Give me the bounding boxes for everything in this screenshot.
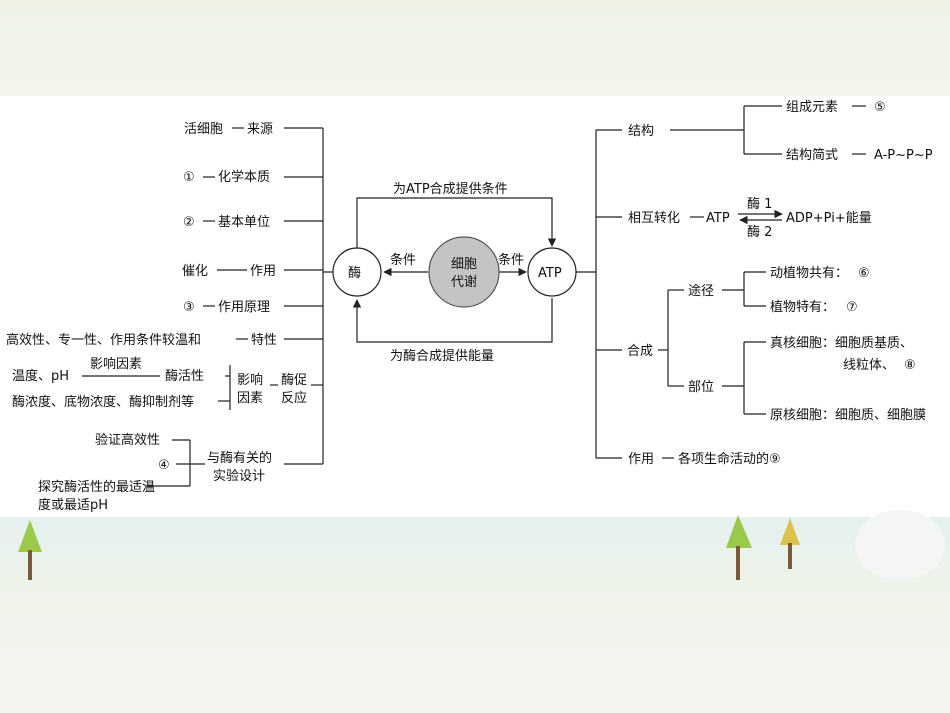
plant-label: 植物特有：	[770, 300, 835, 315]
experiment-line2: 实验设计	[213, 468, 265, 484]
factor-ph: 温度、pH	[12, 368, 69, 384]
both-value: ⑥	[858, 266, 870, 281]
influence-line2: 因素	[237, 391, 263, 406]
top-arrow-label: 为ATP合成提供条件	[393, 181, 508, 197]
principle-label: 作用原理	[218, 300, 270, 315]
unit-term: ②	[183, 215, 195, 230]
eukaryote-label: 真核细胞：细胞质基质、	[770, 336, 913, 351]
center-loop	[352, 197, 557, 343]
formula-value: A-P~P~P	[874, 148, 933, 163]
explore-line1: 探究酶活性的最适温	[38, 479, 155, 495]
conversion-products: ADP+Pi+能量	[786, 211, 872, 226]
structure-label: 结构	[628, 124, 654, 139]
eukaryote-line2: 线粒体、	[843, 358, 895, 373]
function-right-label: 作用	[628, 452, 654, 467]
principle-term: ③	[183, 300, 195, 315]
promote-line2: 反应	[281, 390, 307, 406]
cell-metabolism-node	[428, 236, 500, 308]
atp-node-label: ATP	[538, 266, 562, 281]
marker-four: ④	[158, 458, 170, 473]
top-decor-band	[0, 0, 950, 96]
composition-value: ⑤	[874, 100, 886, 115]
enzyme-1: 酶 1	[747, 196, 772, 212]
condition-left: 条件	[390, 252, 416, 268]
composition-label: 组成元素	[786, 100, 838, 115]
factor-label: 影响因素	[90, 356, 142, 372]
site-label: 部位	[688, 380, 714, 395]
property-label: 特性	[251, 333, 277, 348]
center-line2: 代谢	[451, 274, 477, 290]
tree-decor-left	[18, 520, 42, 580]
diagram-panel	[0, 96, 950, 517]
unit-label: 基本单位	[218, 215, 270, 230]
center-line1: 细胞	[451, 257, 477, 272]
tree-decor-right	[726, 510, 945, 580]
both-label: 动植物共有：	[770, 266, 848, 281]
plant-value: ⑦	[846, 300, 858, 315]
conversion-label: 相互转化	[628, 211, 680, 226]
function-label: 作用	[250, 264, 276, 279]
right-branch-lines	[576, 105, 866, 459]
prokaryote-label: 原核细胞：细胞质、细胞膜	[770, 408, 926, 423]
factor-concentration: 酶浓度、底物浓度、酶抑制剂等	[12, 394, 194, 410]
enzyme-node-label: 酶	[348, 265, 361, 281]
source-label: 来源	[247, 122, 273, 137]
influence-line1: 影响	[237, 372, 263, 388]
function-term: 催化	[182, 264, 208, 279]
source-term: 活细胞	[184, 122, 223, 137]
experiment-line1: 与酶有关的	[207, 450, 272, 466]
property-term: 高效性、专一性、作用条件较温和	[6, 332, 201, 348]
nature-label: 化学本质	[218, 169, 270, 185]
synthesis-label: 合成	[627, 344, 653, 359]
formula-label: 结构简式	[786, 147, 838, 163]
function-right-text: 各项生命活动的⑨	[678, 451, 781, 467]
promote-line1: 酶促	[281, 372, 307, 388]
enzyme-activity: 酶活性	[165, 368, 204, 384]
verify-efficiency: 验证高效性	[95, 432, 160, 448]
bottom-arrow-label: 为酶合成提供能量	[390, 348, 494, 364]
condition-right: 条件	[498, 252, 524, 268]
conversion-atp: ATP	[706, 211, 730, 226]
explore-line2: 度或最适pH	[38, 497, 108, 513]
enzyme-2: 酶 2	[747, 224, 772, 240]
enzyme-node	[332, 247, 382, 297]
pathway-label: 途径	[688, 283, 714, 299]
eukaryote-value: ⑧	[904, 358, 916, 373]
left-branch-lines	[82, 127, 333, 487]
nature-term: ①	[183, 170, 195, 185]
